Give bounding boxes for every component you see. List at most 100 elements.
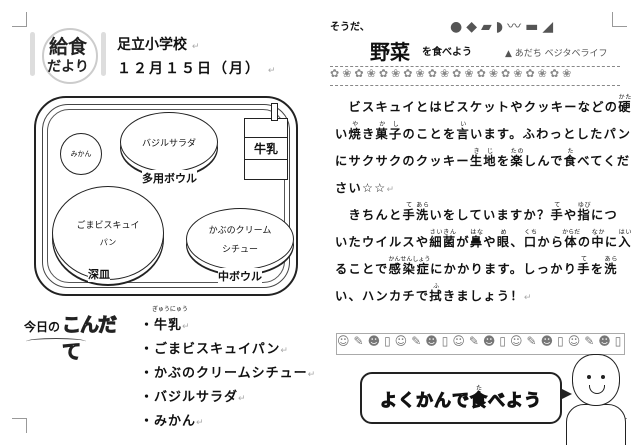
mikan-dish: みかん [60, 133, 102, 175]
text-segment: い [335, 127, 349, 141]
deep-dish-label: 深皿 [88, 266, 110, 282]
text-segment: さい☆☆ [335, 181, 387, 195]
stew-bowl: かぶのクリームシチュー [186, 208, 294, 270]
ruby-word: 指ゆび [577, 202, 591, 222]
text-segment: いをしていますか？ [429, 208, 551, 222]
text-segment: きちんと [335, 208, 403, 222]
text-segment: 、 [510, 235, 524, 249]
menu-item: ・みかん↵ [140, 414, 205, 429]
banner-title: 野菜 [370, 40, 410, 64]
vegetable-characters-strip: ✿❀✿❀✿❀✿❀✿❀✿❀✿❀✿❀✿❀✿❀ [330, 66, 620, 86]
text-segment: べてくだ [577, 154, 631, 168]
menu-item: ・バジルサラダ↵ [140, 390, 247, 405]
ruby-word: 洗あら [604, 256, 618, 276]
article-line: きちんと手て洗あらいをしていますか？手てや指ゆびにつ [335, 202, 630, 229]
text-segment: き [362, 127, 376, 141]
article-line: いたウイルスや細菌さいきんが鼻はなや眼め、口くちから体からだの中なかに入はい [335, 229, 632, 256]
ruby-word: 洗あら [415, 202, 430, 222]
text-segment: につ [590, 208, 618, 222]
crop-mark [12, 12, 27, 27]
article-line: ビスキュイとはビスケットやクッキーなどの硬かた [335, 94, 632, 121]
ruby-word: 口くち [523, 229, 538, 249]
text-segment: から [537, 235, 565, 249]
ruby-word: 鼻はな [469, 229, 484, 249]
knife-icon [101, 32, 106, 76]
ruby-word: 硬かた [618, 94, 632, 114]
article-line: ることで感染症かんせんしょうにかかります。しっかり手てを洗あら [335, 256, 630, 283]
fork-icon [30, 32, 35, 76]
banner-lead: そうだ、 [330, 22, 370, 33]
ruby-word: 子し [389, 121, 403, 141]
text-segment: や [483, 235, 497, 249]
text-segment: い、ハンカチで [335, 289, 430, 303]
lunch-tray-diagram [34, 96, 298, 296]
ruby-word: 体からだ [562, 229, 581, 249]
issue-date: １２月１５日（月） ↵ [117, 61, 278, 77]
text-segment: しんで [523, 154, 564, 168]
ruby-word: 入はい [618, 229, 632, 249]
menu-item: ・かぶのクリームシチュー↵ [140, 366, 317, 381]
ruby-word: 手て [402, 202, 416, 222]
banner-tail: を食べよう [422, 47, 472, 58]
text-segment: の [577, 235, 592, 249]
milk-carton: 牛乳 [244, 103, 288, 180]
ruby-word: 眼め [496, 229, 511, 249]
milk-ruby: ぎゅうにゅう [152, 306, 188, 313]
text-segment: にサクサクのクッキー [335, 154, 470, 168]
kyushoku-dayori-logo: 給食 だより [28, 28, 108, 84]
vegetable-banner: そうだ、 野菜 を食べよう ●◆▰◗〰▬◢ ▲ あだち ベジタベライフ ✿❀✿❀… [330, 16, 620, 86]
logo-title: 給食 [48, 36, 87, 58]
heading-big: こんだて [62, 314, 118, 364]
text-segment: が [456, 235, 470, 249]
article-line: い焼やき菓か子しのことを言いいます。ふわっとしたパン [335, 121, 630, 148]
text-segment: のことを [402, 127, 457, 141]
text-segment: きましょう！ [442, 289, 524, 303]
text-segment: にかかります。しっかり [430, 262, 578, 276]
text-segment: を [590, 262, 605, 276]
ruby-word: 手て [577, 256, 591, 276]
crop-mark [612, 12, 627, 27]
school-name: 足立小学校 ↵ [117, 37, 200, 53]
salad-dish-label: 多用ボウル [142, 170, 197, 186]
article-line: い、ハンカチで拭ふきましょう！↵ [335, 283, 533, 303]
ruby-word: 焼や [348, 121, 362, 141]
ruby-word: 菓か [375, 121, 389, 141]
food-characters-strip: ☺✎☻▯☺✎☻▯☺✎☻▯☺✎☻▯☺✎☻▯ [336, 333, 625, 355]
text-segment: や [563, 208, 578, 222]
text-segment: います。ふわっとしたパン [469, 127, 632, 141]
ruby-word: 中なか [591, 229, 605, 249]
ruby-word: 食た [563, 148, 578, 168]
crop-mark [12, 418, 27, 433]
menu-list: ぎゅうにゅう ・牛乳↵ ・ごまビスキュイパン↵ ・かぶのクリームシチュー↵ ・バ… [140, 306, 316, 434]
straw-icon [271, 103, 278, 121]
text-segment: ビスキュイとはビスケットやクッキーなどの [335, 100, 619, 114]
menu-item: ・牛乳↵ [140, 318, 191, 333]
text-segment: いたウイルスや [335, 235, 430, 249]
girl-illustration [566, 354, 626, 445]
ruby-word: 拭ふ [429, 283, 443, 303]
ruby-word: 言い [456, 121, 470, 141]
plate-icon [42, 28, 98, 84]
heading-small: 今日の [24, 320, 61, 334]
ruby-word: 生き [469, 148, 484, 168]
article-text: ビスキュイとはビスケットやクッキーなどの硬かたい焼やき菓か子しのことを言いいます… [335, 94, 632, 310]
vegetables-illustration: ●◆▰◗〰▬◢ [450, 19, 558, 35]
todays-menu-heading: 今日の こんだて [24, 306, 132, 364]
ruby-word: 楽たの [510, 148, 524, 168]
ruby-word: 感染症かんせんしょう [388, 256, 431, 276]
article-line: にサクサクのクッキー生き地じを楽たのしんで食たべてくだ [335, 148, 630, 175]
text-segment: に [604, 235, 619, 249]
logo-subtitle: だより [47, 59, 89, 75]
ruby-word: 細菌さいきん [429, 229, 457, 249]
text-segment: を [496, 154, 511, 168]
ruby-word: 地じ [483, 148, 497, 168]
ruby-word: 手て [550, 202, 564, 222]
medium-bowl-label: 中ボウル [218, 268, 262, 284]
menu-item: ・ごまビスキュイパン↵ [140, 342, 289, 357]
text-segment: ることで [335, 262, 389, 276]
salad-bowl: バジルサラダ [120, 112, 218, 172]
milk-label: 牛乳 [245, 137, 287, 160]
article-line: さい☆☆↵ [335, 181, 396, 195]
speech-bubble: よくかんで食たべよう [360, 372, 572, 424]
